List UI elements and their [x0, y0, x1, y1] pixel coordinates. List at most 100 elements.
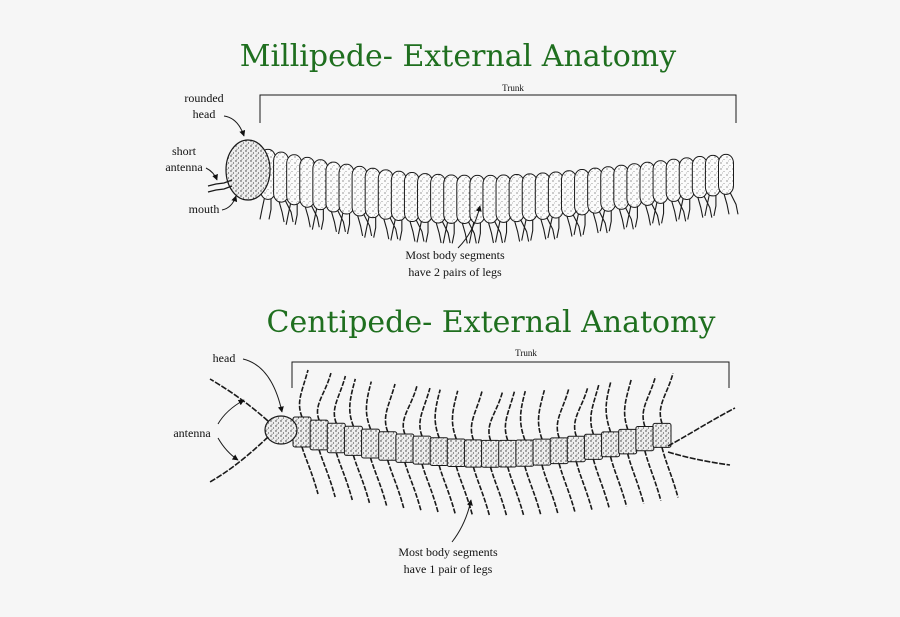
millipede-leg [283, 197, 294, 223]
millipede-leg [364, 213, 371, 238]
centipede-segment [412, 435, 432, 465]
centipede-segment [515, 439, 535, 467]
centipede-leg [506, 466, 525, 516]
centipede-legs-label-2: have 1 pair of legs [404, 562, 493, 576]
centipede-leg [504, 391, 516, 441]
centipede-segment [652, 422, 672, 448]
centipede-leg [402, 385, 418, 435]
millipede-leg [303, 203, 311, 228]
centipede-segment [601, 431, 621, 458]
millipede-title: Millipede- External Anatomy [240, 39, 676, 74]
millipede-leg [556, 214, 560, 239]
millipede-leg [294, 200, 298, 225]
millipede-leg [492, 218, 503, 244]
millipede-legs-label-1: Most body segments [405, 248, 505, 262]
centipede-antenna-arrow-upper [217, 399, 245, 425]
millipede-leg [597, 208, 608, 234]
millipede-leg [625, 203, 632, 228]
centipede-antenna-lower [209, 436, 269, 483]
millipede-legs-arrow [457, 205, 482, 249]
millipede-leg [565, 212, 573, 237]
millipede-leg [414, 217, 425, 242]
centipede-head-label: head [213, 351, 236, 365]
centipede-trunk-label: Trunk [515, 348, 537, 358]
centipede-head-arrow [242, 358, 284, 413]
centipede-leg [609, 456, 628, 507]
millipede-leg [702, 193, 713, 218]
millipede-leg [268, 195, 272, 220]
millipede-legs [259, 190, 739, 244]
centipede-leg [642, 376, 657, 427]
millipede-leg [434, 218, 442, 244]
millipede-antenna-label-2: antenna [165, 160, 203, 174]
millipede-leg [649, 201, 661, 226]
centipede-leg [365, 381, 373, 430]
centipede-leg [661, 447, 679, 498]
centipede-leg [451, 390, 459, 440]
millipede-leg [337, 209, 345, 235]
millipede-leg [676, 197, 687, 222]
centipede-leg [626, 453, 645, 504]
millipede-leg [486, 218, 494, 244]
centipede-segment [498, 439, 518, 468]
centipede-leg [349, 378, 357, 427]
centipede-leg [318, 449, 336, 498]
centipede-segment [309, 419, 329, 451]
millipede-leg [713, 191, 717, 217]
centipede-leg [592, 459, 611, 510]
centipede-leg [519, 390, 527, 441]
centipede-leg [537, 389, 546, 440]
millipede-leg [696, 193, 704, 218]
millipede-leg [495, 218, 502, 243]
millipede-leg [591, 208, 599, 234]
millipede-leg [652, 199, 659, 224]
centipede-legs [298, 369, 679, 517]
millipede-leg [468, 219, 475, 244]
millipede-leg [530, 216, 534, 241]
centipede-title: Centipede- External Anatomy [267, 305, 716, 340]
centipede-legs-label-1: Most body segments [398, 545, 498, 559]
centipede-leg [352, 455, 371, 504]
millipede-leg [285, 200, 292, 225]
millipede-leg [670, 197, 678, 222]
centipede-segment [618, 428, 638, 455]
centipede-leg [524, 466, 542, 516]
centipede-leg [556, 388, 570, 439]
millipede-leg [416, 218, 423, 243]
centipede-leg [558, 463, 576, 513]
millipede-leg [388, 214, 399, 240]
millipede-antenna-a [207, 179, 233, 187]
millipede-head-label-1: rounded [184, 91, 223, 105]
millipede-leg [329, 207, 337, 233]
millipede-leg [320, 205, 324, 230]
millipede-leg [362, 211, 373, 237]
centipede-leg [335, 452, 354, 501]
centipede-leg [386, 460, 405, 509]
millipede-leg [346, 210, 351, 235]
millipede-head-arrow [223, 115, 246, 137]
centipede-segment [378, 431, 398, 461]
centipede-leg [434, 389, 441, 439]
millipede-trunk-label: Trunk [502, 83, 524, 93]
millipede-leg [571, 212, 582, 237]
centipede-leg [590, 384, 600, 435]
centipede-segment [481, 439, 501, 468]
millipede-leg [678, 195, 685, 220]
millipede-body [260, 148, 734, 224]
millipede-segment [718, 153, 734, 195]
millipede-head-label-2: head [193, 107, 216, 121]
millipede-leg [547, 213, 554, 239]
millipede-leg [451, 219, 455, 244]
centipede-trunk-bracket [291, 361, 730, 388]
centipede-leg [623, 379, 632, 430]
millipede-leg [582, 210, 586, 235]
centipede-leg [659, 373, 674, 424]
millipede-leg [704, 191, 711, 217]
centipede-leg [472, 466, 491, 516]
millipede-leg [608, 207, 612, 232]
centipede-leg [316, 372, 332, 421]
millipede-leg [440, 218, 451, 244]
centipede-leg [470, 391, 483, 441]
millipede-leg [519, 217, 530, 242]
